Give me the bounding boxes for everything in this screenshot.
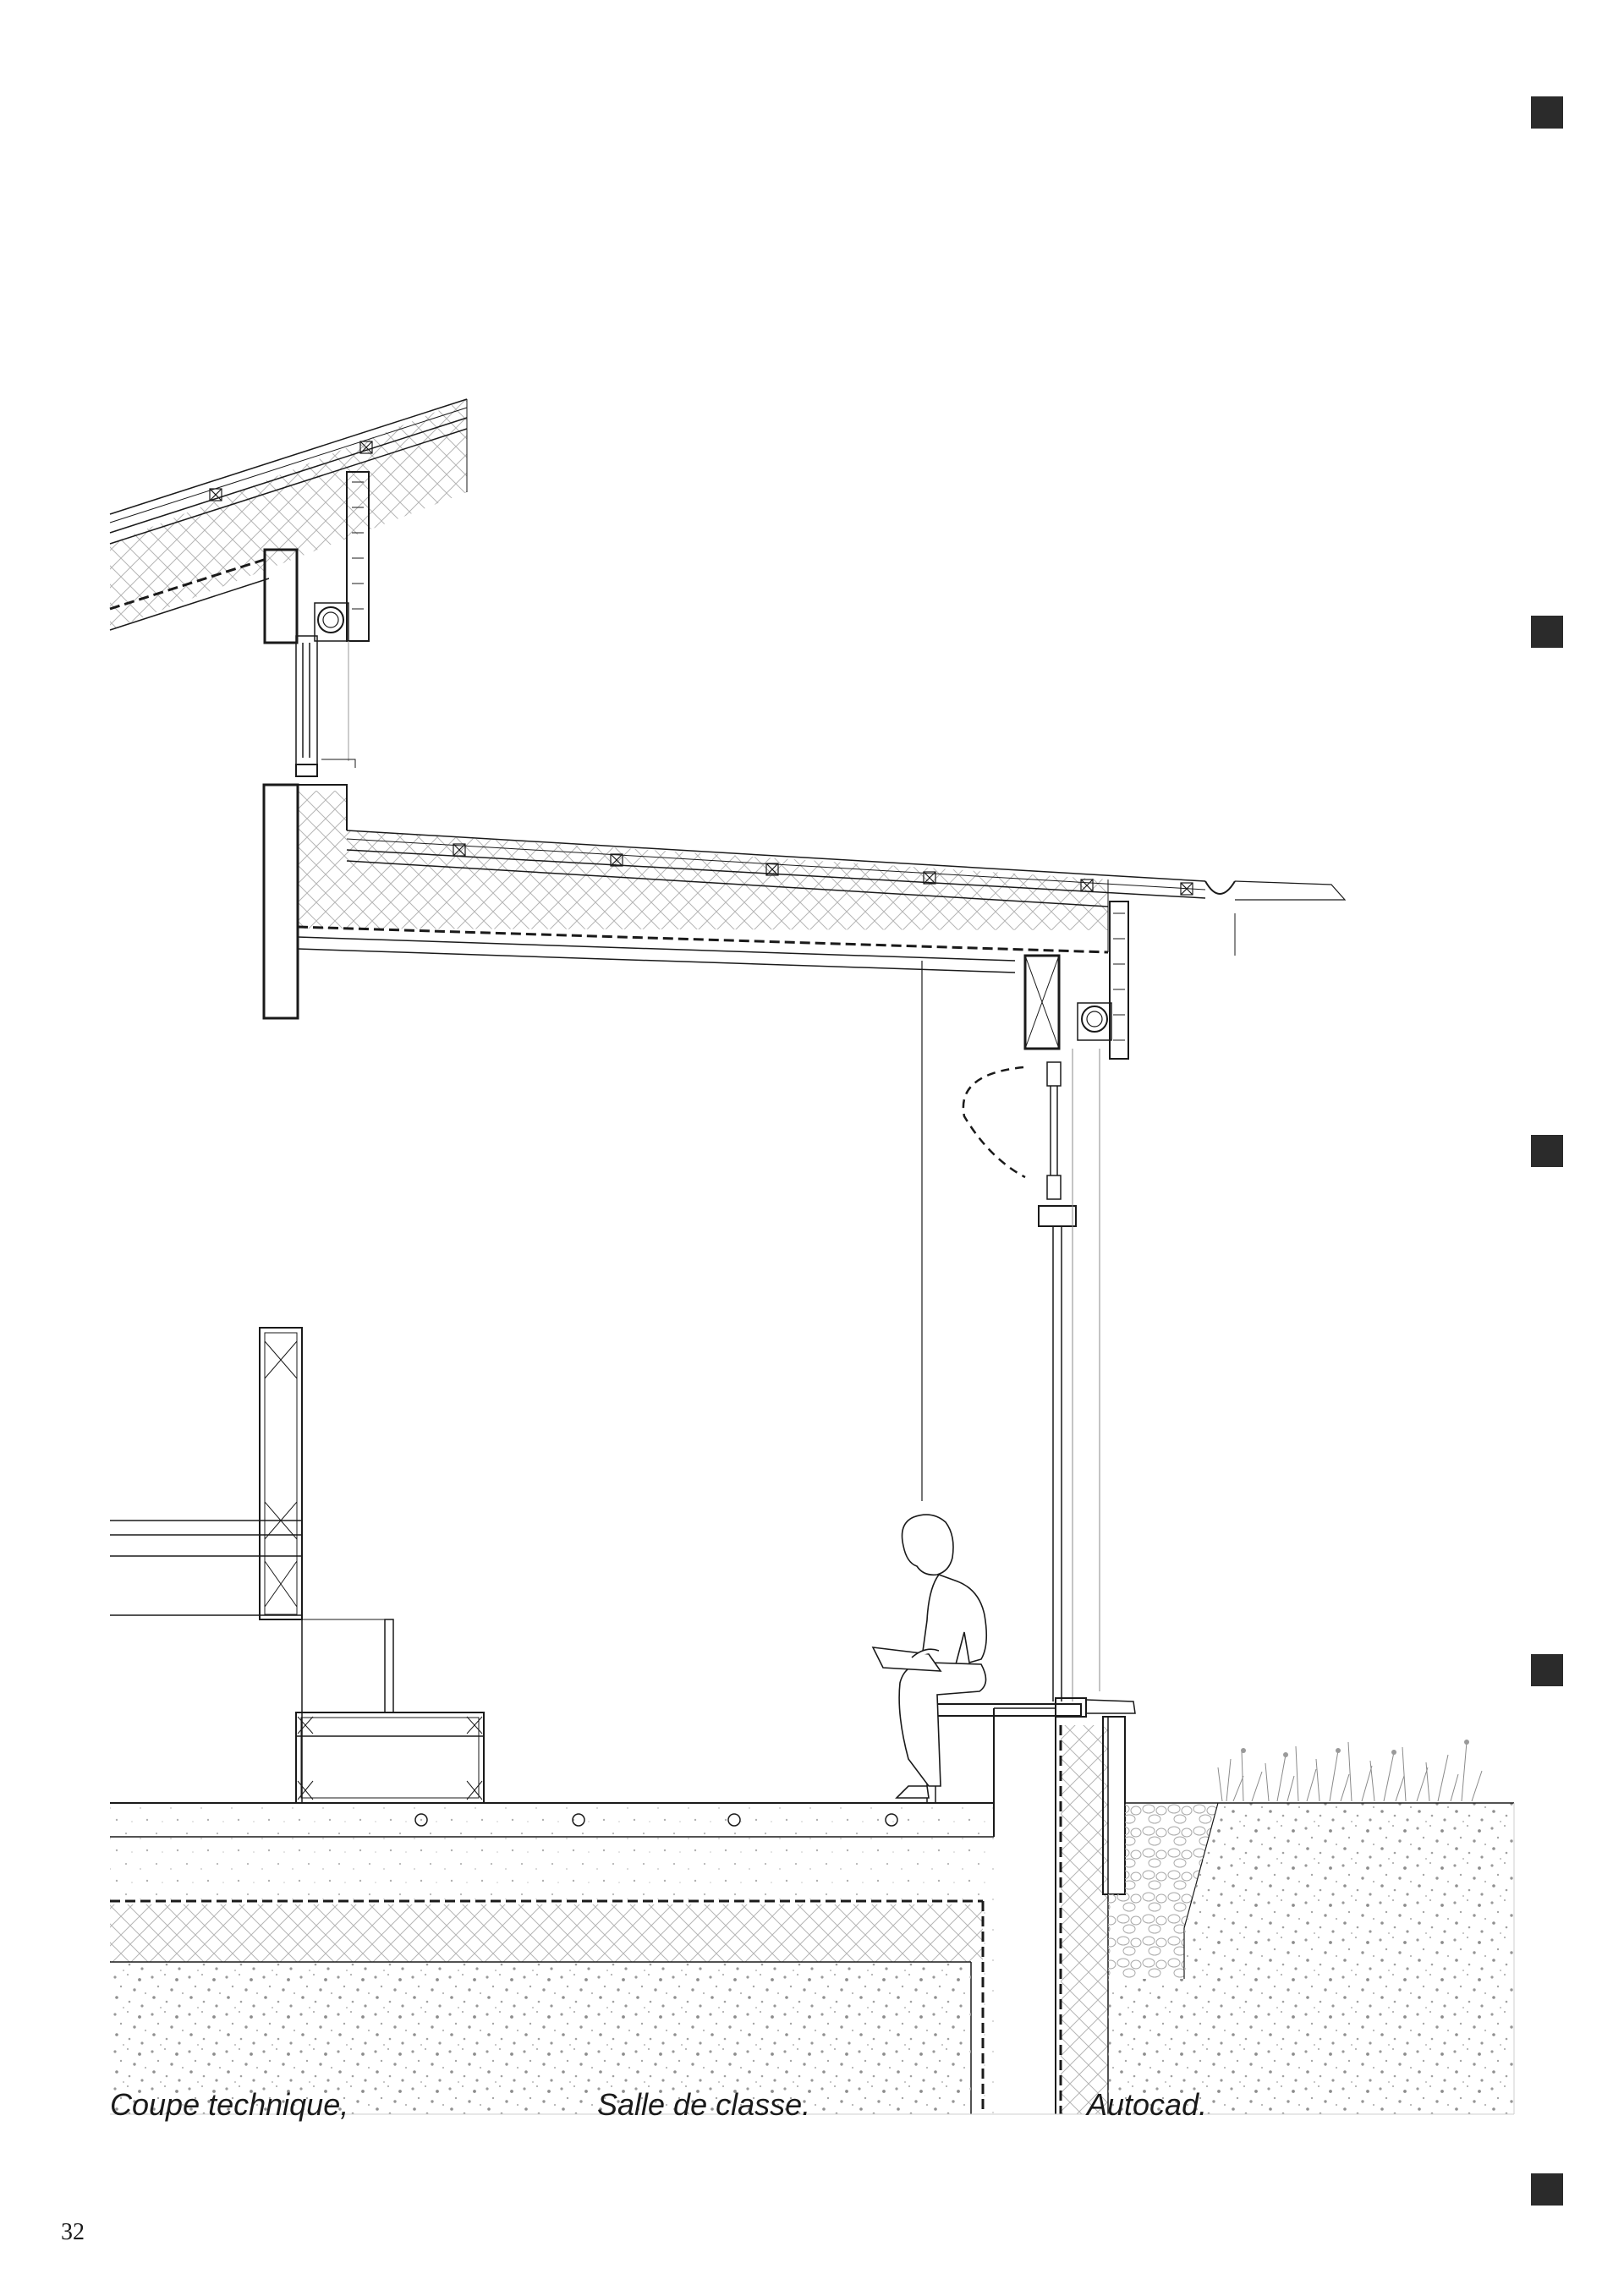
vegetation-icon [1217,1740,1483,1802]
page-number: 32 [61,2219,85,2245]
margin-marker-4 [1531,1654,1563,1686]
margin-marker-1 [1531,96,1563,129]
seated-child-figure [871,1514,988,1799]
margin-marker-2 [1531,616,1563,648]
caption-room-name: Salle de classe. [597,2087,811,2122]
caption-software: Autocad. [1087,2087,1208,2122]
margin-marker-5 [1531,2173,1563,2206]
caption-drawing-type: Coupe technique, [110,2087,349,2122]
margin-marker-3 [1531,1135,1563,1167]
